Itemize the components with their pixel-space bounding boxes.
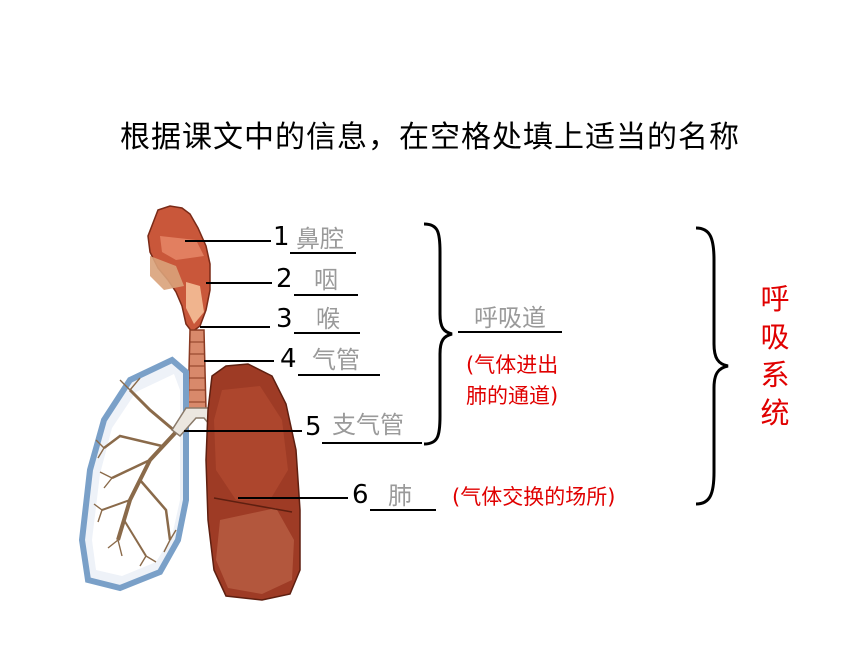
answer-5: 支气管 <box>332 411 404 439</box>
right-lung <box>205 363 301 601</box>
blank-line-4 <box>298 374 380 376</box>
respiratory-tract-note-line-1: (气体进出 <box>466 353 559 377</box>
respiratory-system-label: 呼 吸 系 统 <box>758 280 792 432</box>
system-char-3: 系 <box>760 358 790 392</box>
trachea <box>187 329 207 411</box>
page-title: 根据课文中的信息，在空格处填上适当的名称 <box>120 120 740 155</box>
leader-line-6 <box>238 497 348 499</box>
leader-line-2 <box>206 282 272 284</box>
respiratory-tract-label: 呼吸道 <box>474 304 546 332</box>
system-char-4: 统 <box>760 396 790 430</box>
respiratory-tract-brace <box>423 222 453 446</box>
respiratory-system-brace <box>695 226 729 506</box>
blank-line-1 <box>290 252 356 254</box>
blank-line-3 <box>294 332 360 334</box>
blank-line-6 <box>370 509 436 511</box>
label-number-6: 6 <box>352 480 369 510</box>
blank-line-5 <box>322 442 422 444</box>
lung-function-note: (气体交换的场所) <box>452 485 616 509</box>
head-section <box>147 205 211 334</box>
answer-6: 肺 <box>388 482 412 510</box>
label-number-5: 5 <box>305 412 322 442</box>
answer-4: 气管 <box>312 346 360 374</box>
respiratory-tract-underline <box>458 331 562 333</box>
label-number-1: 1 <box>273 222 290 252</box>
leader-line-1 <box>185 240 271 242</box>
answer-2: 咽 <box>314 266 338 294</box>
leader-line-3 <box>200 326 270 328</box>
leader-line-5 <box>184 430 302 432</box>
answer-3: 喉 <box>316 305 340 333</box>
system-char-1: 呼 <box>760 282 790 316</box>
leader-line-4 <box>204 360 274 362</box>
answer-1: 鼻腔 <box>296 225 344 253</box>
respiratory-tract-note-line-2: 肺的通道) <box>466 384 559 408</box>
label-number-2: 2 <box>276 264 293 294</box>
blank-line-2 <box>294 294 358 296</box>
system-char-2: 吸 <box>760 320 790 354</box>
label-number-3: 3 <box>276 304 293 334</box>
label-number-4: 4 <box>280 344 297 374</box>
